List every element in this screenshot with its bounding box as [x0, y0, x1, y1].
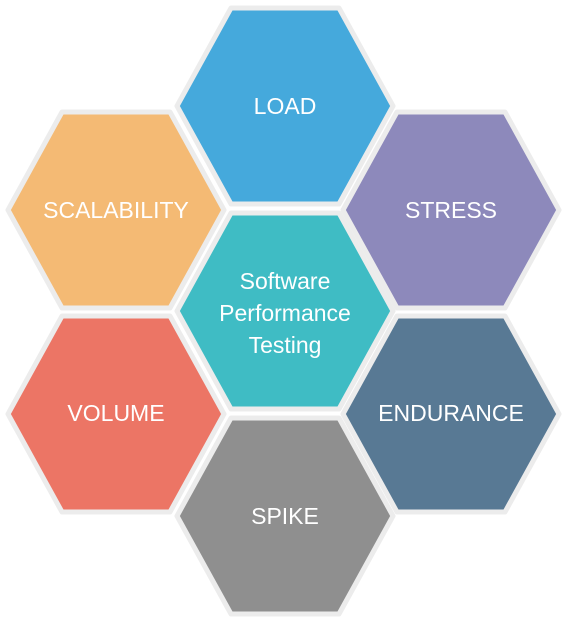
hex-center: Software Performance Testing [174, 210, 396, 412]
hex-endurance-label: ENDURANCE [378, 400, 524, 426]
hex-endurance: ENDURANCE [340, 313, 562, 515]
hex-scalability-shape [5, 109, 227, 311]
hex-volume-label: VOLUME [67, 400, 164, 426]
hex-volume-shape [5, 313, 227, 515]
hex-load-shape [174, 5, 396, 207]
hex-volume: VOLUME [5, 313, 227, 515]
hex-spike: SPIKE [174, 415, 396, 617]
hex-load-label: LOAD [254, 93, 317, 119]
hex-scalability: SCALABILITY [5, 109, 227, 311]
hex-spike-shape [174, 415, 396, 617]
hex-load: LOAD [174, 5, 396, 207]
hex-scalability-label: SCALABILITY [43, 197, 189, 223]
hex-spike-label: SPIKE [251, 503, 319, 529]
hex-stress: STRESS [340, 109, 562, 311]
hex-endurance-shape [340, 313, 562, 515]
hex-center-shape [174, 210, 396, 412]
hex-stress-label: STRESS [405, 197, 497, 223]
center-label-line-2: Performance [219, 300, 351, 326]
hex-stress-shape [340, 109, 562, 311]
center-label-line-3: Testing [249, 332, 322, 358]
center-label-line-1: Software [240, 268, 331, 294]
